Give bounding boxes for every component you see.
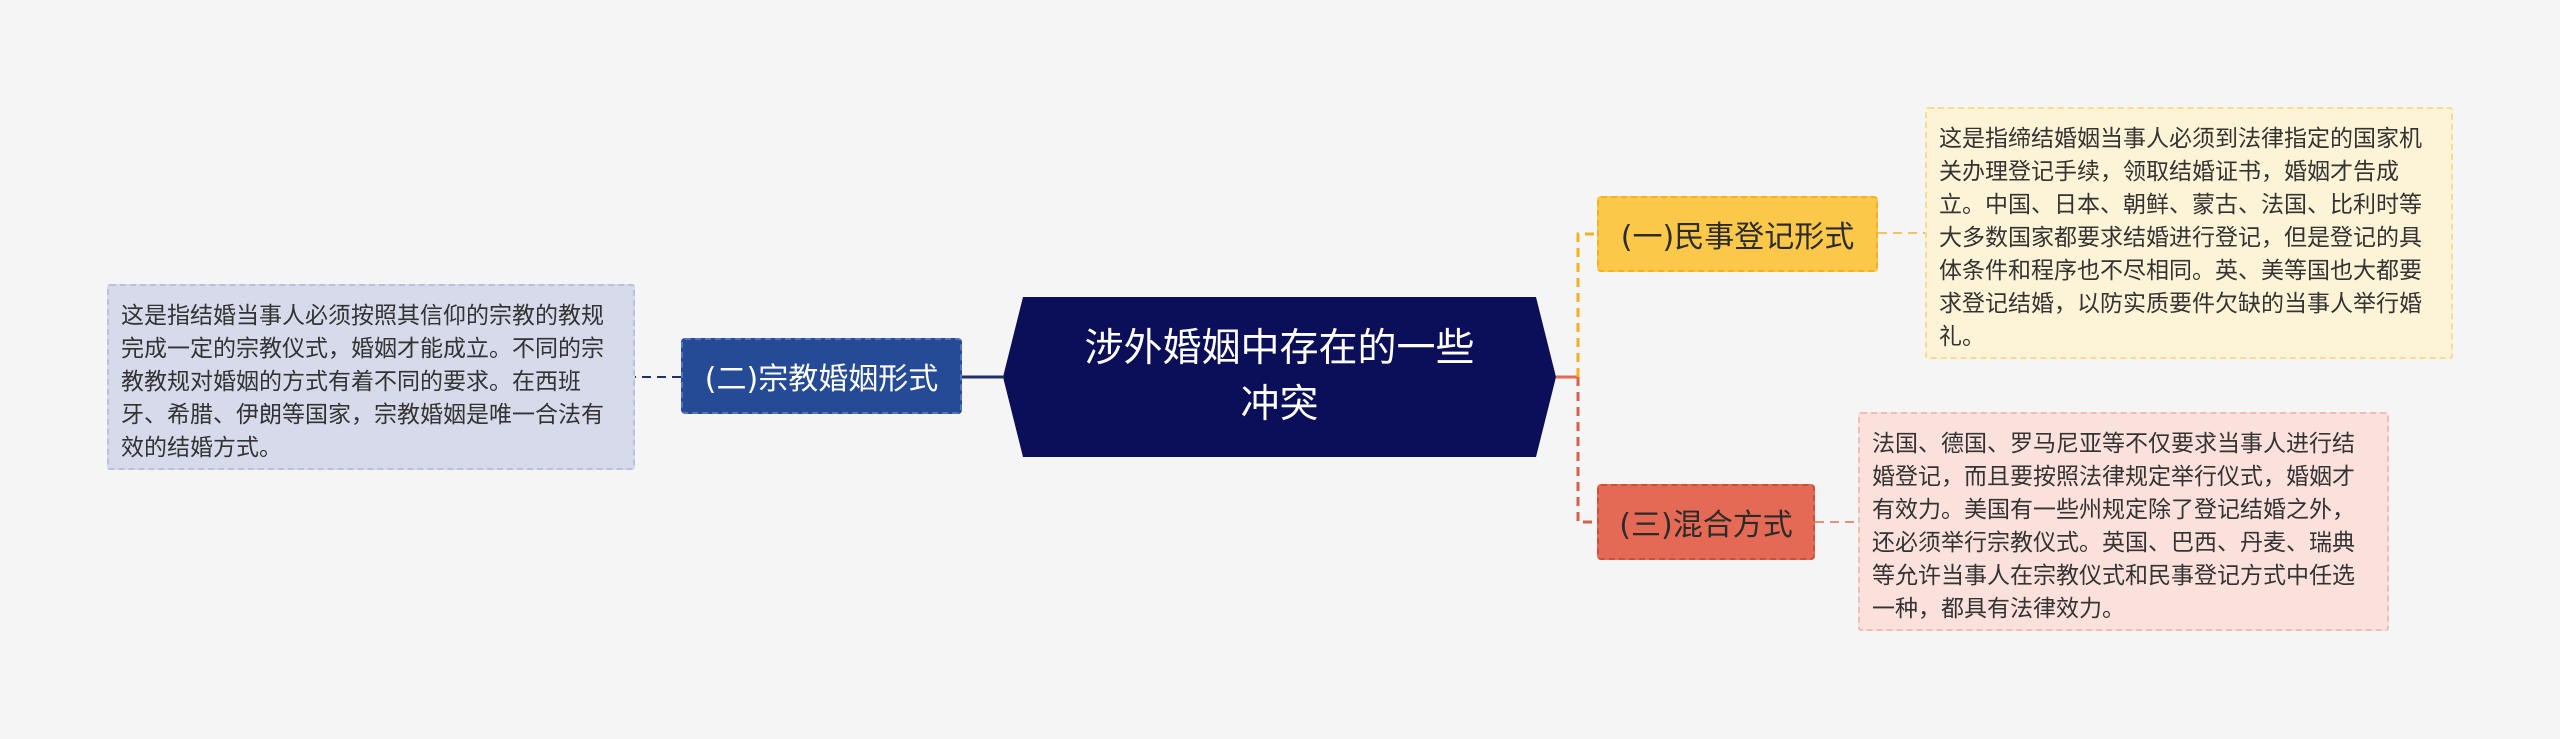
link-trunk-civil: [1576, 232, 1597, 377]
detail-civil-registration[interactable]: 这是指缔结婚姻当事人必须到法律指定的国家机关办理登记手续，领取结婚证书，婚姻才告…: [1925, 107, 2453, 359]
central-hexagon-shape: [1003, 297, 1556, 457]
detail-mixed-form[interactable]: 法国、德国、罗马尼亚等不仅要求当事人进行结婚登记，而且要按照法律规定举行仪式，婚…: [1858, 412, 2389, 631]
topic-civil-registration[interactable]: (一)民事登记形式: [1597, 196, 1878, 272]
link-trunk-mixed: [1576, 377, 1597, 524]
topic-mixed-form[interactable]: (三)混合方式: [1597, 484, 1815, 560]
detail-religious-marriage[interactable]: 这是指结婚当事人必须按照其信仰的宗教的教规完成一定的宗教仪式，婚姻才能成立。不同…: [107, 284, 635, 470]
central-topic[interactable]: 涉外婚姻中存在的一些冲突: [1003, 297, 1556, 457]
central-topic-title: 涉外婚姻中存在的一些冲突: [1084, 326, 1475, 427]
topic-religious-marriage[interactable]: (二)宗教婚姻形式: [681, 338, 962, 414]
